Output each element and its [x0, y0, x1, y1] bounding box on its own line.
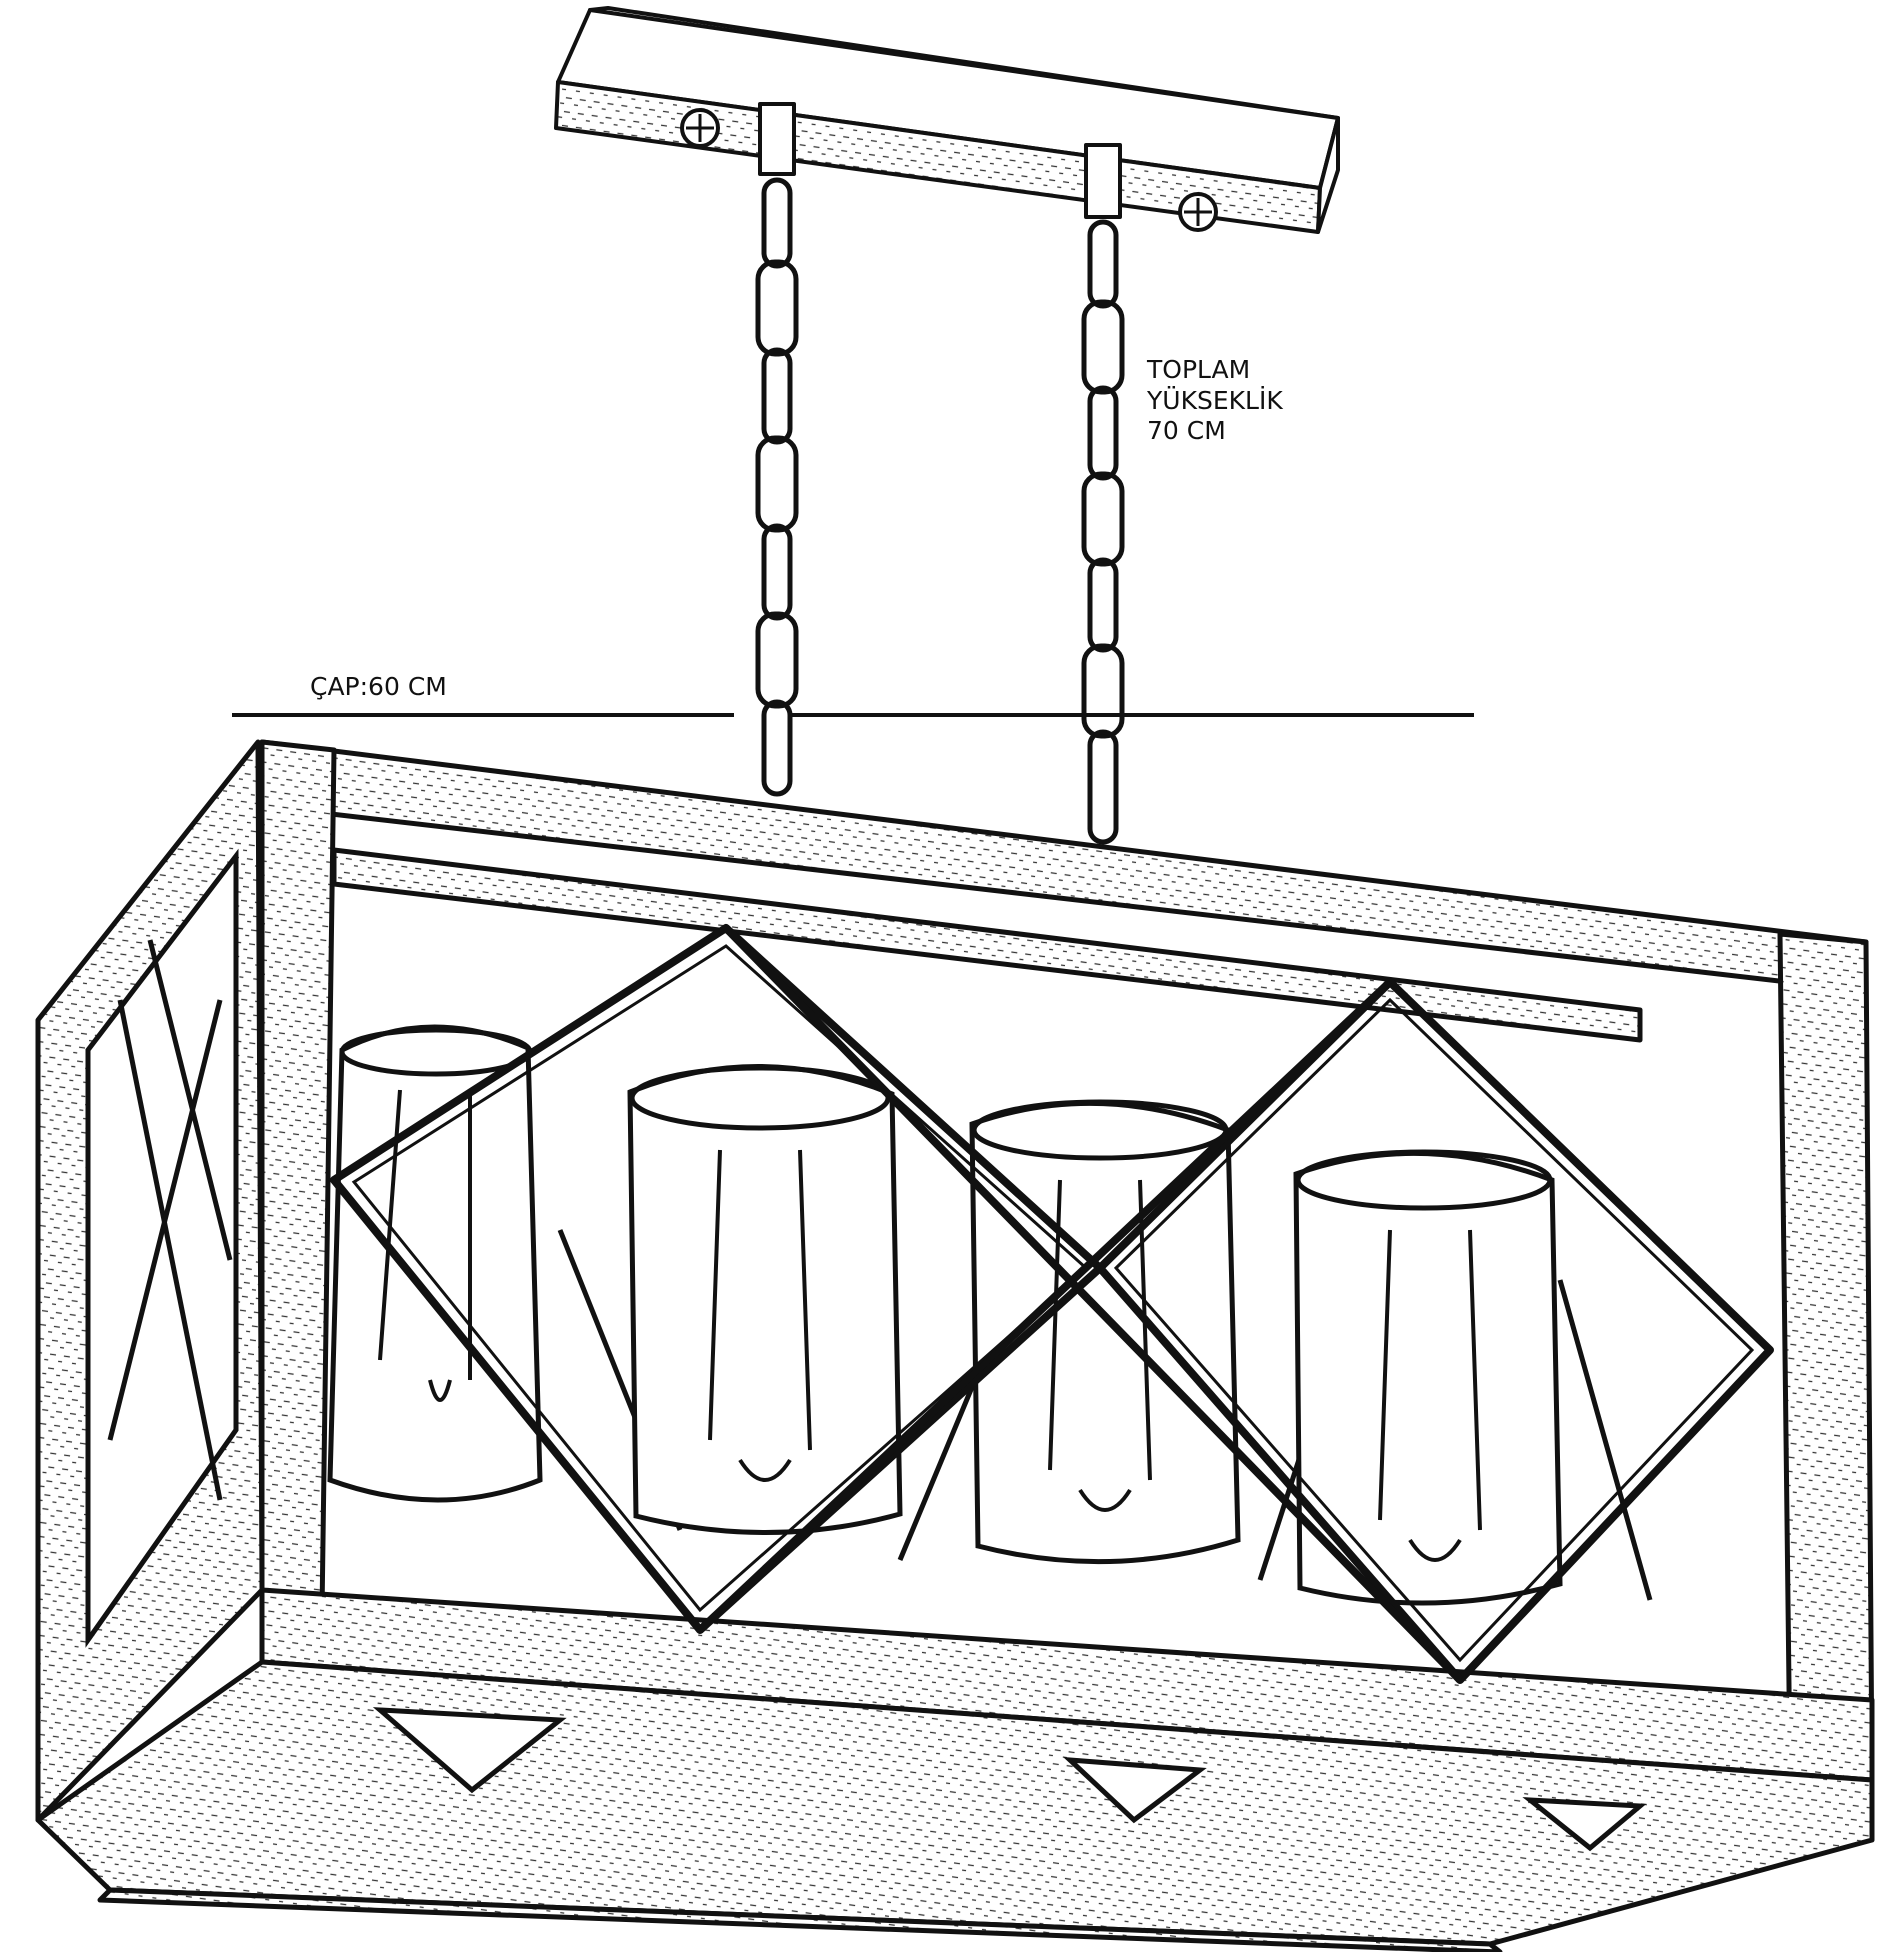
diameter-text: ÇAP:60 CM [310, 672, 447, 701]
diameter-label: ÇAP:60 CM [310, 672, 447, 703]
total-height-label: TOPLAM YÜKSEKLİK 70 CM [1147, 355, 1283, 447]
total-height-line-2: YÜKSEKLİK [1147, 385, 1283, 415]
chain-right [1081, 219, 1125, 845]
pendant-glass-3 [969, 1099, 1241, 1565]
canopy-screw-left [680, 108, 720, 148]
front-diamond-lattice-inner [351, 944, 1755, 1663]
hanger-tab-left [758, 102, 796, 176]
base-triangle-cutouts [372, 1707, 1647, 1852]
hanger-tab-right [1084, 143, 1122, 219]
wooden-frame [35, 739, 1875, 1952]
pendant-glass-1 [327, 1024, 543, 1503]
pendant-glass-2 [627, 1064, 903, 1535]
total-height-line-1: TOPLAM [1147, 355, 1251, 384]
canopy-screw-right [1178, 192, 1218, 232]
total-height-line-3: 70 CM [1147, 416, 1226, 445]
left-panel-cross-braces [85, 848, 239, 1648]
chain-left [755, 177, 799, 797]
pendant-glass-4 [1293, 1149, 1563, 1606]
ceiling-canopy [554, 6, 1340, 234]
